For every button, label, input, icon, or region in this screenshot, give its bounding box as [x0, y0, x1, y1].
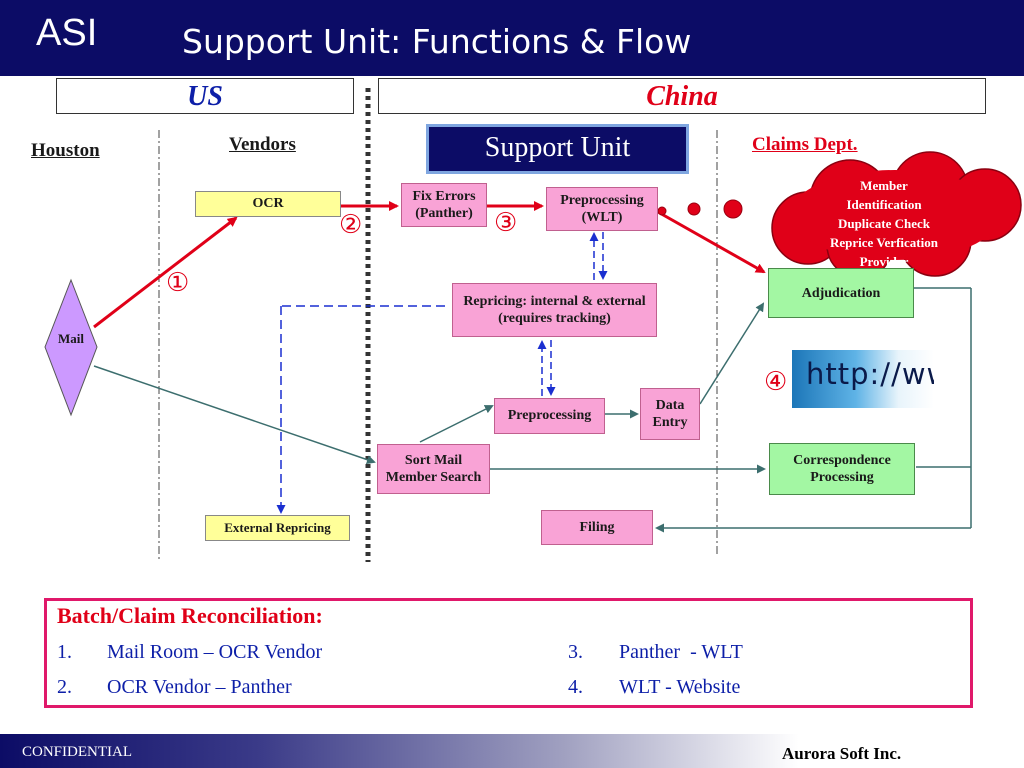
reconciliation-item-text: Panther - WLT — [619, 641, 743, 663]
support-unit-title: Support Unit — [426, 124, 689, 174]
step-marker-1: ① — [166, 268, 190, 298]
reconciliation-item-number: 2. — [57, 676, 72, 698]
reconciliation-item-text: WLT - Website — [619, 676, 741, 698]
node-preprocessing: Preprocessing — [494, 398, 605, 434]
footer-confidential: CONFIDENTIAL — [22, 744, 132, 760]
bubble-dot-small — [657, 206, 667, 216]
node-external-repricing: External Repricing — [205, 515, 350, 541]
node-sort-mail: Sort Mail Member Search — [377, 444, 490, 494]
reconciliation-item-number: 4. — [568, 676, 583, 698]
reconciliation-item-text: Mail Room – OCR Vendor — [107, 641, 323, 663]
reconciliation-title: Batch/Claim Reconciliation: — [57, 603, 323, 628]
node-adjudication: Adjudication — [768, 268, 914, 318]
footer-company-name: Aurora Soft Inc. — [782, 744, 902, 763]
arrow-data-entry-to-adjudication — [699, 302, 765, 405]
cloud-line: Identification — [846, 197, 922, 212]
reconciliation-item-number: 3. — [568, 641, 583, 663]
reconciliation-item-number: 1. — [57, 641, 72, 663]
cloud-line: Duplicate Check — [837, 216, 931, 231]
step-marker-4: ④ — [764, 367, 788, 397]
node-preprocessing-wlt: Preprocessing (WLT) — [546, 187, 658, 231]
cloud-line: Reprice Verfication — [830, 235, 938, 250]
step-marker-2: ② — [339, 210, 363, 240]
region-us-label: US — [56, 78, 354, 114]
node-filing: Filing — [541, 510, 653, 545]
reconciliation-item-text: OCR Vendor – Panther — [107, 676, 292, 698]
asi-logo: ASI — [36, 12, 98, 54]
bubble-dot-medium — [687, 202, 701, 216]
column-claims-dept-label: Claims Dept. — [752, 134, 858, 155]
claims-cloud-shape — [771, 151, 1022, 279]
http-logo-text: http://www — [806, 357, 934, 391]
header-bar — [0, 0, 1024, 76]
arrow-sort-mail-to-preprocessing — [419, 405, 494, 443]
node-data-entry: Data Entry — [640, 388, 700, 440]
arrow-preprocessing-to-adjudication — [657, 210, 766, 274]
step-marker-3: ③ — [494, 208, 518, 238]
column-houston-label: Houston — [31, 140, 100, 161]
node-mail-label: Mail — [58, 331, 84, 346]
cloud-line: Member — [860, 178, 908, 193]
slide-title: Support Unit: Functions & Flow — [182, 22, 692, 61]
arrow-mail-to-sort-mail — [93, 365, 376, 464]
http-website-logo: http://www — [792, 350, 934, 408]
bubble-dot-large — [723, 199, 743, 219]
mail-diamond — [44, 278, 98, 417]
node-fix-errors: Fix Errors (Panther) — [401, 183, 487, 227]
column-vendors-label: Vendors — [229, 134, 296, 155]
node-ocr: OCR — [195, 191, 341, 217]
node-repricing: Repricing: internal & external (requires… — [452, 283, 657, 337]
arrow-mail-to-ocr — [93, 216, 238, 329]
cloud-line: Provider — [859, 254, 909, 269]
footer-bar — [0, 734, 1024, 768]
cloud-text-lines: Member Identification Duplicate Check Re… — [806, 176, 962, 271]
region-china-label: China — [378, 78, 986, 114]
batch-claim-reconciliation-box: Batch/Claim Reconciliation: 1. Mail Room… — [44, 598, 973, 708]
node-correspondence: Correspondence Processing — [769, 443, 915, 495]
